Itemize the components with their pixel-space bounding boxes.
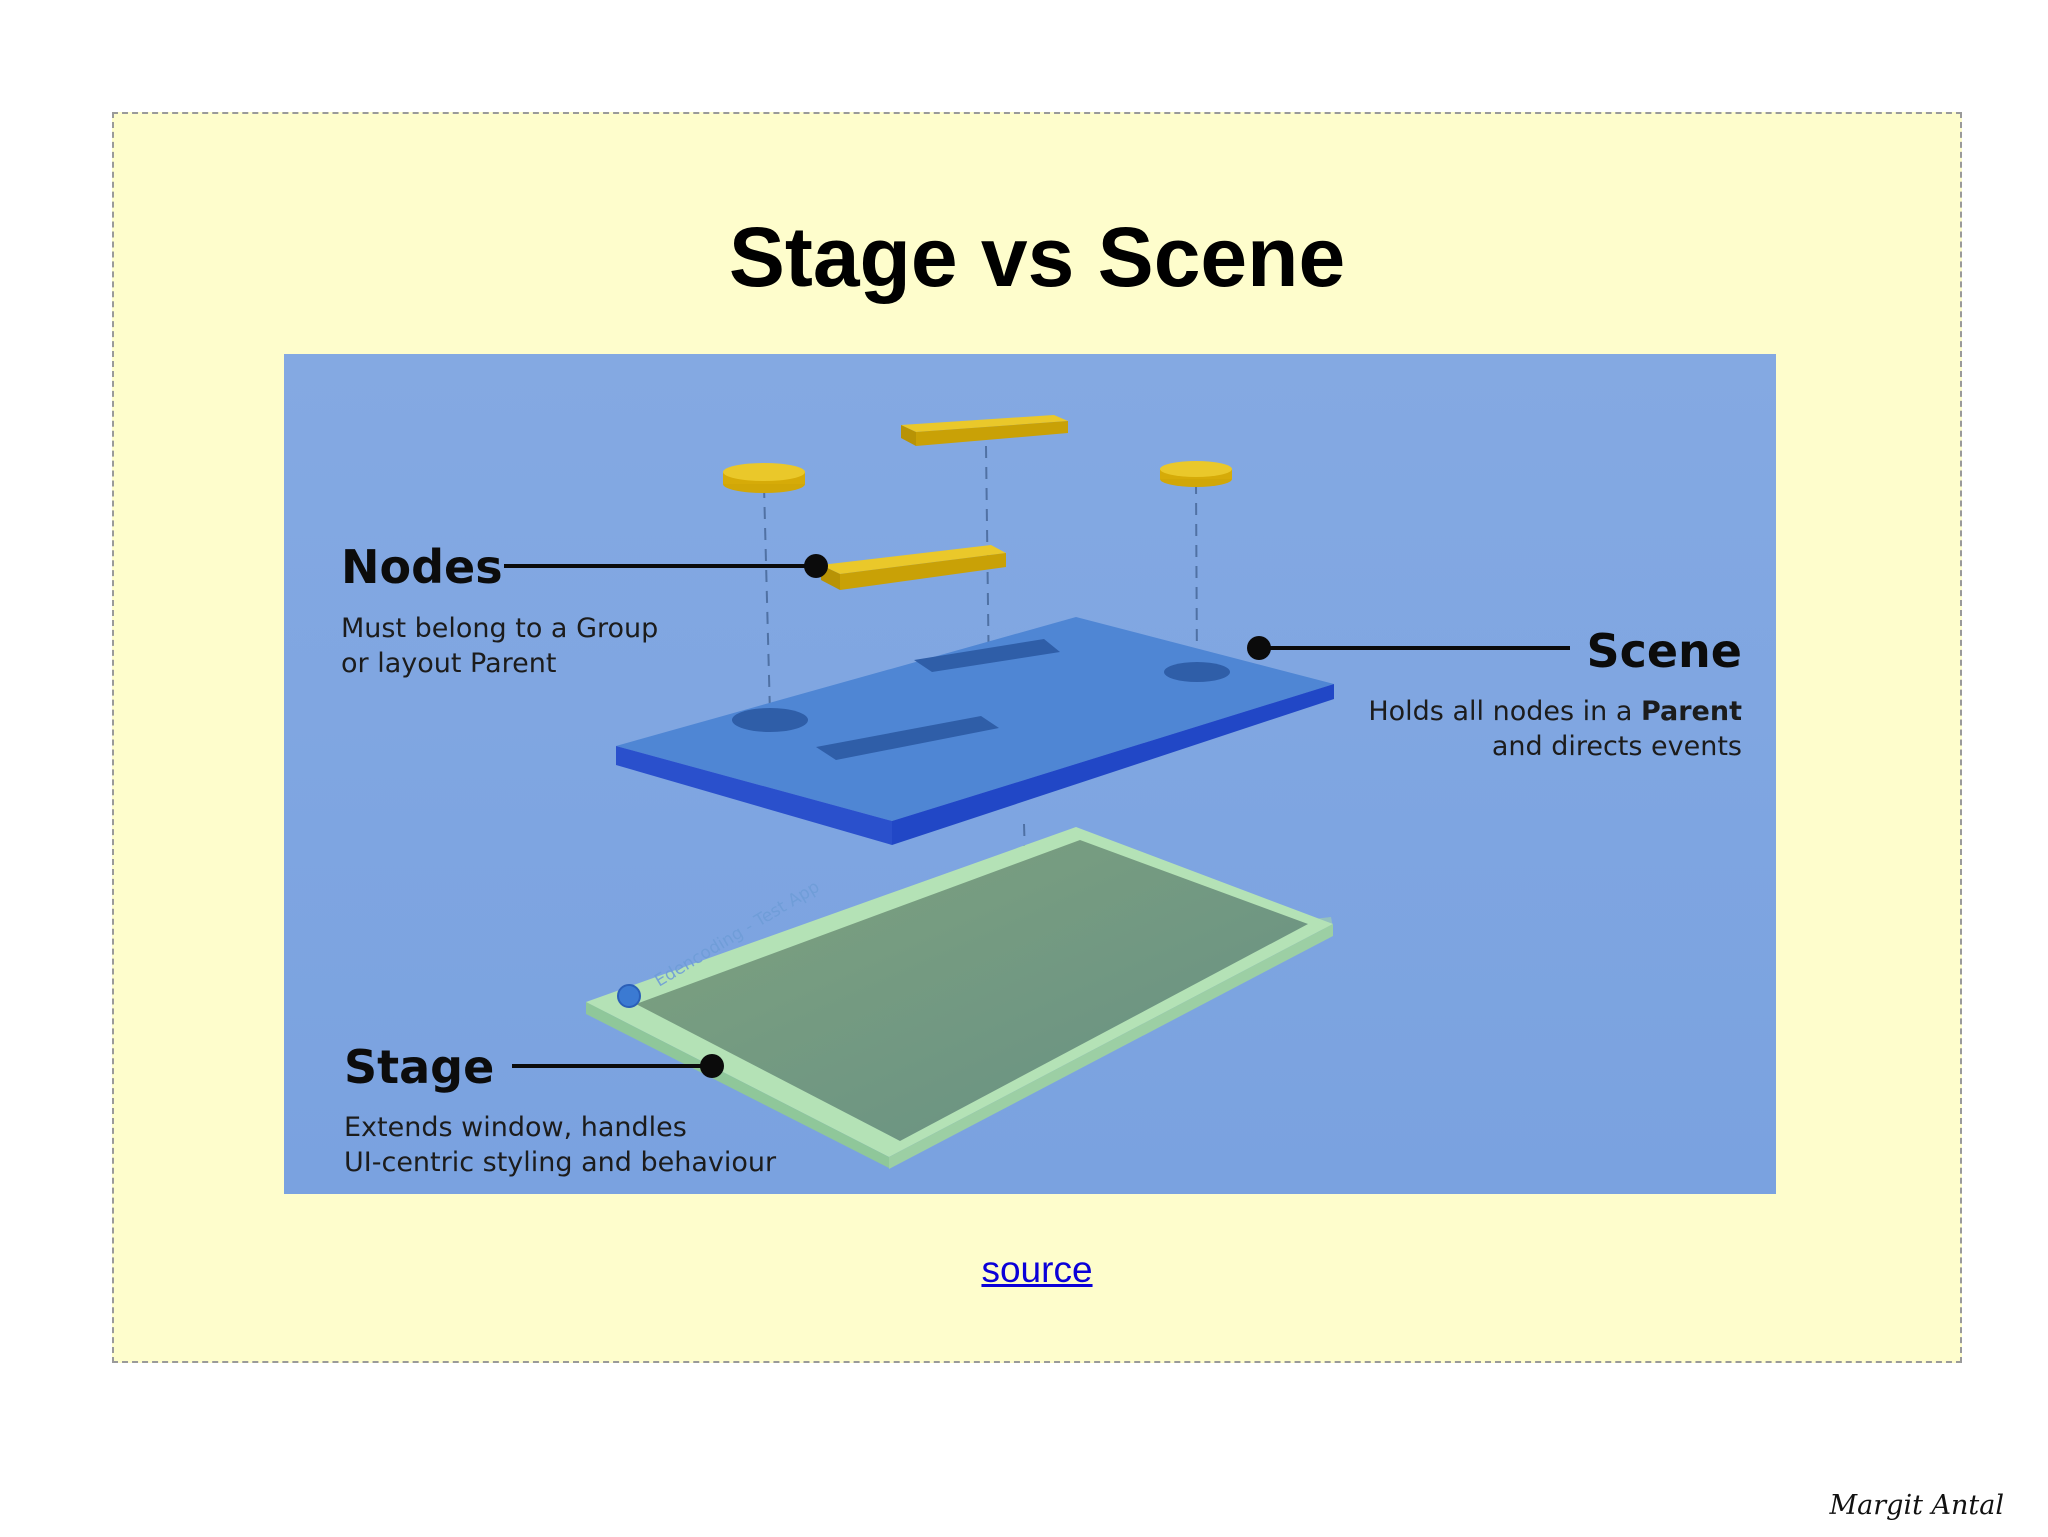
stage-window: Edencoding - Test App (586, 827, 1333, 1169)
scene-description-bold: Parent (1641, 696, 1742, 727)
nodes-description-line-1: Must belong to a Group (341, 613, 658, 644)
node-pieces (723, 415, 1232, 590)
scene-description-line-2: and directs events (1492, 731, 1742, 762)
stage-heading: Stage (344, 1040, 494, 1094)
window-control-icon (617, 984, 641, 1008)
diagram-illustration: Edencoding - Test App (284, 354, 1776, 1194)
node-disc-left (723, 463, 805, 493)
source-link-row: source (114, 1251, 1960, 1288)
stage-description-line-2: UI-centric styling and behaviour (344, 1147, 777, 1178)
node-bar-top (901, 415, 1068, 446)
author-signature: Margit Antal (1829, 1490, 2004, 1521)
leader-lines (504, 554, 1570, 1078)
scene-heading: Scene (1586, 624, 1742, 678)
node-disc-right (1160, 461, 1232, 487)
source-link[interactable]: source (981, 1249, 1093, 1290)
page-title: Stage vs Scene (728, 210, 1346, 304)
scene-description-line-1: Holds all nodes in a Parent (1368, 696, 1742, 727)
stage-description-line-1: Extends window, handles (344, 1112, 687, 1143)
scene-description-prefix: Holds all nodes in a (1368, 696, 1641, 727)
nodes-description-line-2: or layout Parent (341, 648, 556, 679)
stage-scene-diagram: Edencoding - Test App (284, 354, 1776, 1194)
nodes-heading: Nodes (341, 540, 503, 594)
slide-panel: Stage vs Scene (112, 112, 1962, 1363)
scene-plate (616, 617, 1334, 845)
